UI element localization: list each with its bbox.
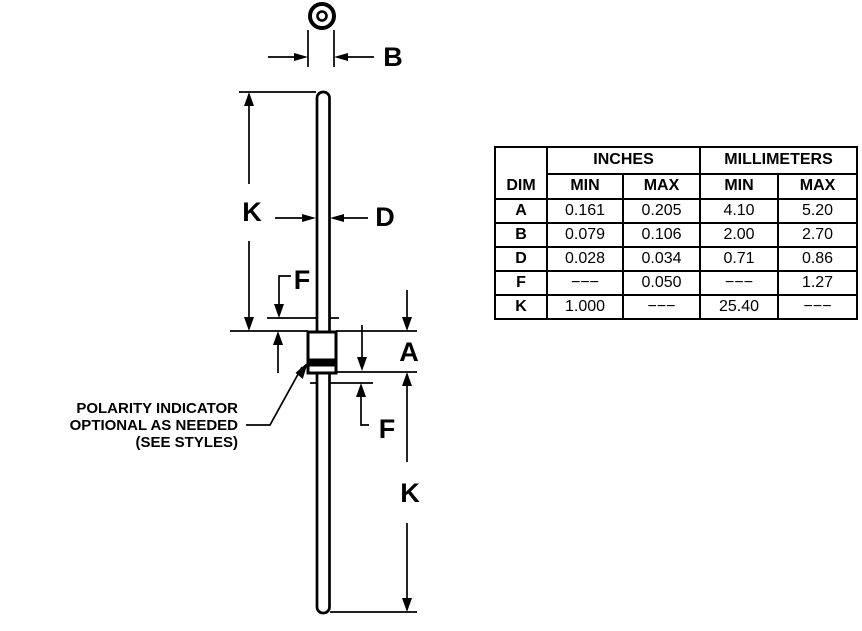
dimension-a: A <box>399 290 419 386</box>
f-upper-arrowhead-down <box>274 304 284 318</box>
dimensions-table-container: DIM INCHES MILLIMETERS MIN MAX MIN MAX A… <box>494 146 859 320</box>
value-cell: 2.70 <box>777 222 859 248</box>
inches-group-header: INCHES <box>545 146 702 175</box>
table-row-a: A 0.161 0.205 4.10 5.20 <box>494 198 859 224</box>
dim-letter: B <box>494 222 548 248</box>
k-upper-arrowhead-up <box>244 92 254 106</box>
dimensions-table: DIM INCHES MILLIMETERS MIN MAX MIN MAX A… <box>494 146 859 320</box>
value-cell: 0.86 <box>777 246 859 272</box>
polarity-note-line-1: POLARITY INDICATOR <box>76 400 238 417</box>
value-cell: 0.205 <box>621 198 702 224</box>
a-dimension-label: A <box>399 337 419 367</box>
dim-letter: A <box>494 198 548 224</box>
dimension-k-upper: K <box>239 91 316 331</box>
value-cell: 0.079 <box>546 222 624 248</box>
value-cell: 5.20 <box>777 198 859 224</box>
f-upper-leader-hook <box>278 275 291 305</box>
b-arrowhead-left <box>334 53 348 61</box>
k-upper-arrowhead-down <box>244 317 254 331</box>
f-lower-dimension-label: F <box>379 414 396 444</box>
lower-lead <box>315 360 331 615</box>
value-cell: 25.40 <box>699 294 780 320</box>
value-cell: 0.050 <box>621 270 702 296</box>
side-view <box>306 90 338 615</box>
value-cell: −−− <box>777 294 859 320</box>
table-row-f: F −−− 0.050 −−− 1.27 <box>494 270 859 296</box>
f-lower-arrowhead-down <box>357 357 367 371</box>
dimension-k-lower: K <box>400 386 420 612</box>
polarity-note-line-3: (SEE STYLES) <box>135 434 238 451</box>
inches-min-header: MIN <box>546 173 624 200</box>
d-arrowhead-right <box>302 214 316 222</box>
polarity-note-line-2: OPTIONAL AS NEEDED <box>70 417 239 434</box>
f-lower-arrowhead-up <box>356 383 366 397</box>
millimeters-group-header: MILLIMETERS <box>699 146 859 175</box>
f-upper-dimension-label: F <box>294 265 311 295</box>
k-lower-arrowhead-down <box>402 598 412 612</box>
millimeters-max-header: MAX <box>777 173 859 200</box>
d-dimension-label: D <box>375 202 395 232</box>
value-cell: 1.27 <box>777 270 859 296</box>
value-cell: 1.000 <box>546 294 624 320</box>
k-lower-dimension-label: K <box>400 478 420 508</box>
dim-letter: F <box>494 270 548 296</box>
table-row-b: B 0.079 0.106 2.00 2.70 <box>494 222 859 248</box>
dimension-f-upper: F <box>267 265 339 373</box>
b-arrowhead-right <box>294 53 308 61</box>
b-dimension-label: B <box>383 42 403 72</box>
f-upper-arrowhead-up <box>273 331 283 345</box>
value-cell: 0.161 <box>546 198 624 224</box>
value-cell: −−− <box>699 270 780 296</box>
polarity-band <box>306 358 338 367</box>
body-extension-lines <box>230 330 417 613</box>
f-lower-leader-hook <box>360 397 369 426</box>
dimension-f-lower: F <box>356 325 395 444</box>
value-cell: −−− <box>621 294 702 320</box>
value-cell: 0.034 <box>621 246 702 272</box>
value-cell: 0.71 <box>699 246 780 272</box>
value-cell: 0.106 <box>621 222 702 248</box>
polarity-leader-arrowhead <box>295 362 308 379</box>
d-arrowhead-left <box>330 214 344 222</box>
package-outline-diagram: B K D <box>70 2 420 615</box>
top-view <box>307 2 336 67</box>
diode-body <box>306 330 338 375</box>
a-arrowhead-up <box>402 372 412 386</box>
value-cell: 0.028 <box>546 246 624 272</box>
upper-lead <box>315 90 331 339</box>
a-arrowhead-down <box>402 317 412 331</box>
k-upper-dimension-label: K <box>242 197 262 227</box>
polarity-callout: POLARITY INDICATOR OPTIONAL AS NEEDED (S… <box>70 362 308 451</box>
table-row-k: K 1.000 −−− 25.40 −−− <box>494 294 859 320</box>
dimension-b: B <box>268 42 403 72</box>
dim-column-header: DIM <box>494 146 548 200</box>
millimeters-min-header: MIN <box>699 173 780 200</box>
lead-end-view-circle <box>316 10 328 22</box>
dim-letter: D <box>494 246 548 272</box>
dim-letter: K <box>494 294 548 320</box>
value-cell: −−− <box>546 270 624 296</box>
value-cell: 4.10 <box>699 198 780 224</box>
table-row-d: D 0.028 0.034 0.71 0.86 <box>494 246 859 272</box>
polarity-leader-line <box>246 366 303 426</box>
inches-max-header: MAX <box>621 173 702 200</box>
value-cell: 2.00 <box>699 222 780 248</box>
body-diameter-extension-lines <box>307 30 335 67</box>
dimension-d: D <box>275 202 395 232</box>
